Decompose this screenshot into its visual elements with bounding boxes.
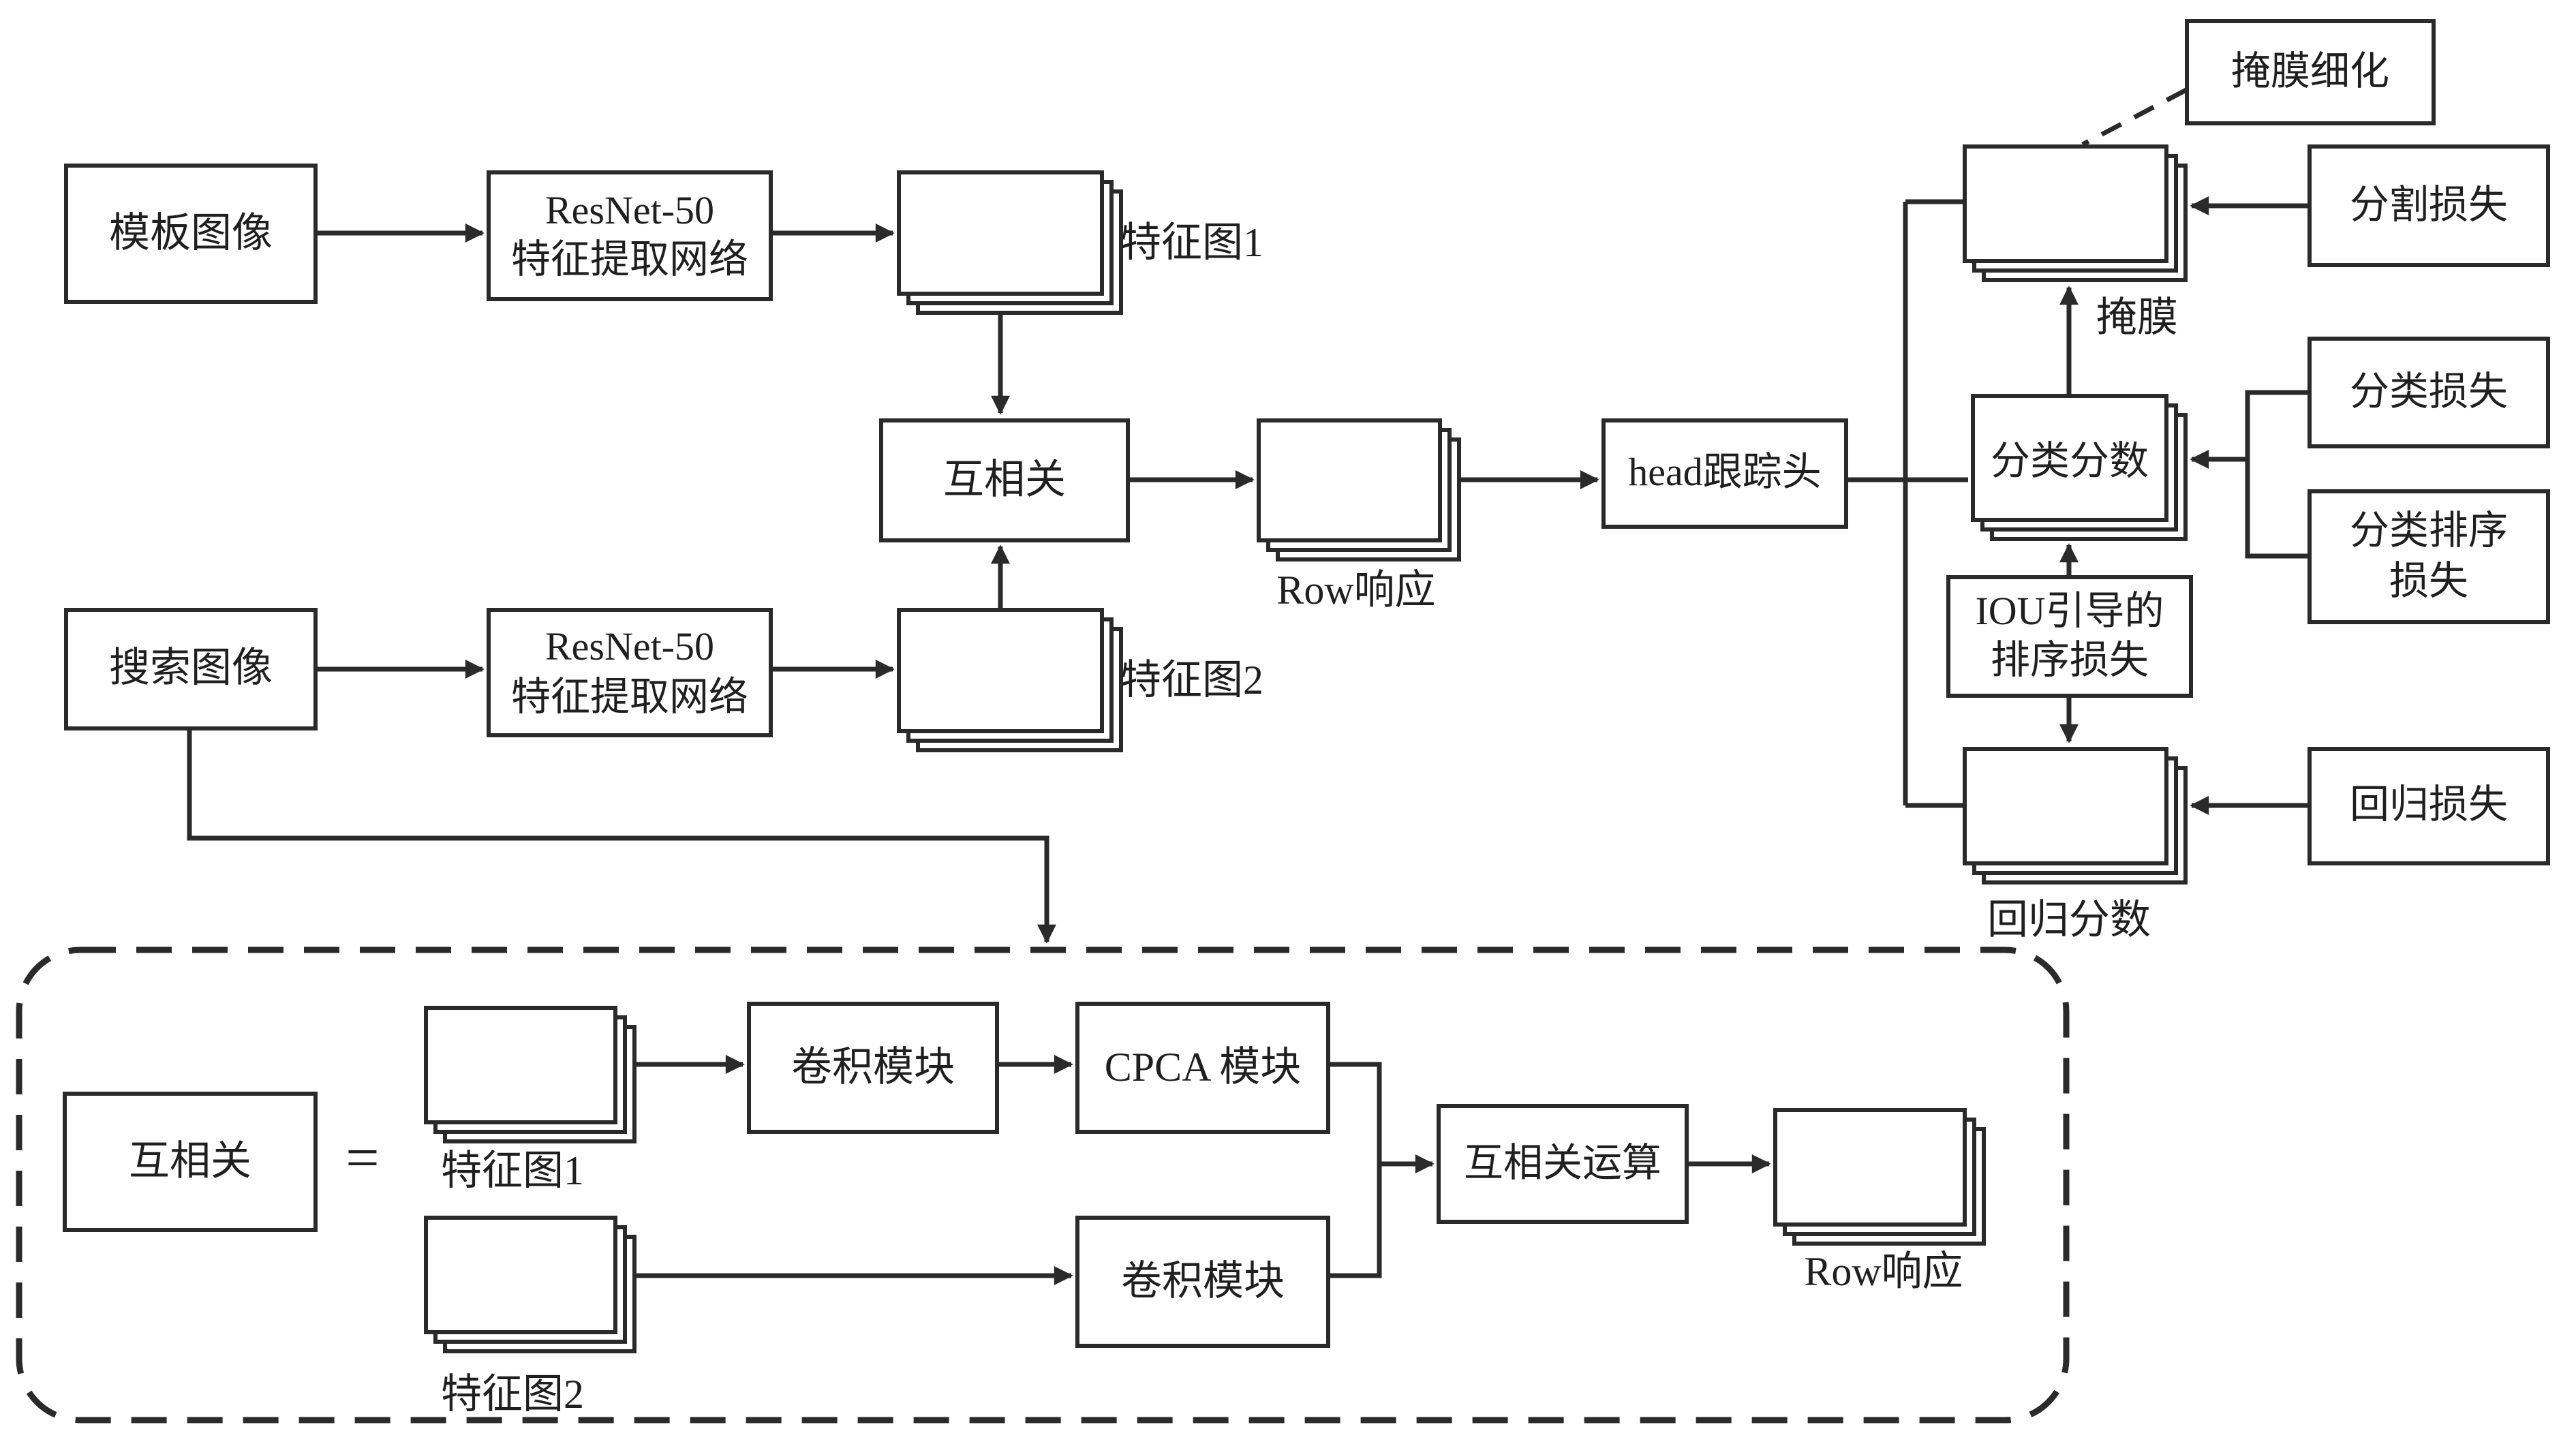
cpca-module-box: CPCA 模块 [1075,1002,1330,1134]
cross-correlation2-box: 互相关 [63,1092,318,1232]
backbone2-box: ResNet-50 特征提取网络 [487,608,773,737]
iou-guided-ranking-loss-box: IOU引导的 排序损失 [1946,575,2193,698]
classification-ranking-loss-box: 分类排序 损失 [2307,489,2550,624]
stack-layer [897,608,1104,733]
search-image-label: 搜索图像 [109,646,273,692]
feature-map1-stack [897,170,1123,315]
search-image-box: 搜索图像 [64,608,318,730]
row-response-stack [1257,418,1461,561]
dashed-maskrefine-link [2081,87,2188,147]
arrow-search-to-detail-panel [187,730,1056,944]
row-response-detail-stack [1773,1108,1986,1246]
feature-map1-detail-label: 特征图1 [441,1149,584,1194]
stack-layer [424,1006,617,1124]
stack-layer [1963,144,2168,263]
stack-layer [1963,747,2168,865]
conv-module2-label: 卷积模块 [1121,1259,1285,1304]
conv-module2-box: 卷积模块 [1075,1216,1330,1348]
classification-ranking-loss-line1: 分类排序 [2349,510,2508,554]
feature-map1-label: 特征图1 [1120,221,1263,266]
segmentation-loss-label: 分割损失 [2349,183,2508,228]
backbone1-line1: ResNet-50 [545,189,715,233]
cross-correlation-label: 互相关 [943,457,1066,503]
mask-stack [1963,144,2188,282]
row-response-detail-label: Row响应 [1804,1250,1963,1295]
head-tracker-box: head跟踪头 [1601,418,1848,529]
stack-layer [424,1216,617,1334]
backbone1-line2: 特征提取网络 [510,238,748,282]
backbone1-box: ResNet-50 特征提取网络 [487,170,773,301]
cross-correlation-operation-label: 互相关运算 [1463,1141,1661,1186]
line-loss-bracket [2245,390,2307,559]
backbone2-line1: ResNet-50 [545,626,715,670]
cross-correlation-box: 互相关 [879,418,1130,542]
segmentation-loss-box: 分割损失 [2307,144,2550,267]
equals-sign: = [346,1124,380,1191]
stack-layer [1257,418,1442,542]
line-merge-branches [1330,1062,1382,1278]
mask-label: 掩膜 [2096,296,2178,341]
detail-panel-border [16,947,2070,1424]
classification-score-label: 分类分数 [1990,440,2149,484]
conv-module1-box: 卷积模块 [747,1002,999,1134]
cross-correlation2-label: 互相关 [129,1139,251,1184]
feature-map2-detail-label: 特征图2 [441,1372,584,1417]
mask-refinement-box: 掩膜细化 [2185,19,2436,125]
regression-score-stack [1963,747,2188,884]
feature-map1-detail-stack [424,1006,637,1143]
feature-map2-detail-stack [424,1216,637,1353]
regression-loss-label: 回归损失 [2349,784,2508,828]
regression-score-label: 回归分数 [1987,898,2151,943]
stack-layer [1773,1108,1967,1227]
feature-map2-label: 特征图2 [1120,658,1263,703]
mask-refinement-label: 掩膜细化 [2230,50,2389,94]
stack-layer: 分类分数 [1971,394,2168,522]
cross-correlation-operation-box: 互相关运算 [1437,1104,1689,1224]
classification-ranking-loss-line2: 损失 [2389,559,2468,603]
head-tracker-label: head跟踪头 [1628,451,1822,495]
classification-loss-box: 分类损失 [2307,337,2550,448]
template-image-box: 模板图像 [64,164,318,304]
stack-layer [897,170,1104,296]
conv-module1-label: 卷积模块 [791,1045,955,1090]
feature-map2-stack [897,608,1123,752]
regression-loss-box: 回归损失 [2307,747,2550,865]
iou-guided-ranking-loss-line1: IOU引导的 [1975,589,2164,634]
backbone2-line2: 特征提取网络 [510,675,748,719]
classification-score-stack: 分类分数 [1971,394,2188,541]
cpca-module-label: CPCA 模块 [1104,1045,1302,1090]
iou-guided-ranking-loss-line2: 排序损失 [1990,639,2149,683]
template-image-label: 模板图像 [109,211,273,256]
classification-loss-label: 分类损失 [2349,370,2508,414]
row-response-label: Row响应 [1276,568,1436,613]
